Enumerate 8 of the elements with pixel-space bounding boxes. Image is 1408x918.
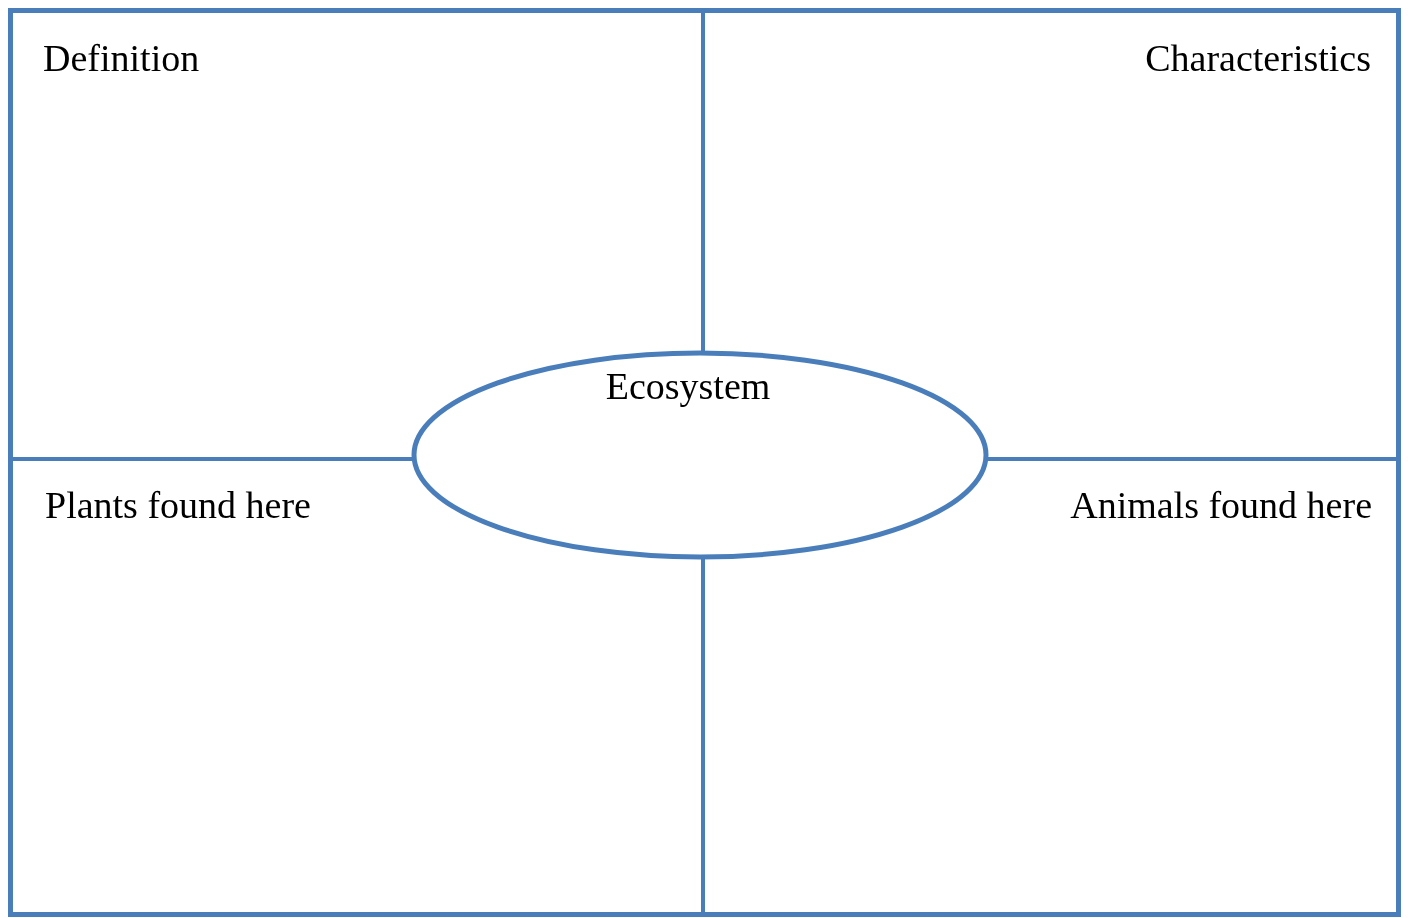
center-label: Ecosystem: [604, 367, 772, 405]
quadrant-panel: [701, 457, 1401, 917]
quadrant-panel: [8, 457, 705, 917]
center-ellipse: [410, 349, 990, 561]
quadrant-heading: Animals found here: [1070, 486, 1372, 524]
quadrant-heading: Definition: [43, 39, 200, 77]
quadrant-heading: Characteristics: [1145, 39, 1371, 77]
quadrant-heading: Plants found here: [45, 486, 311, 524]
